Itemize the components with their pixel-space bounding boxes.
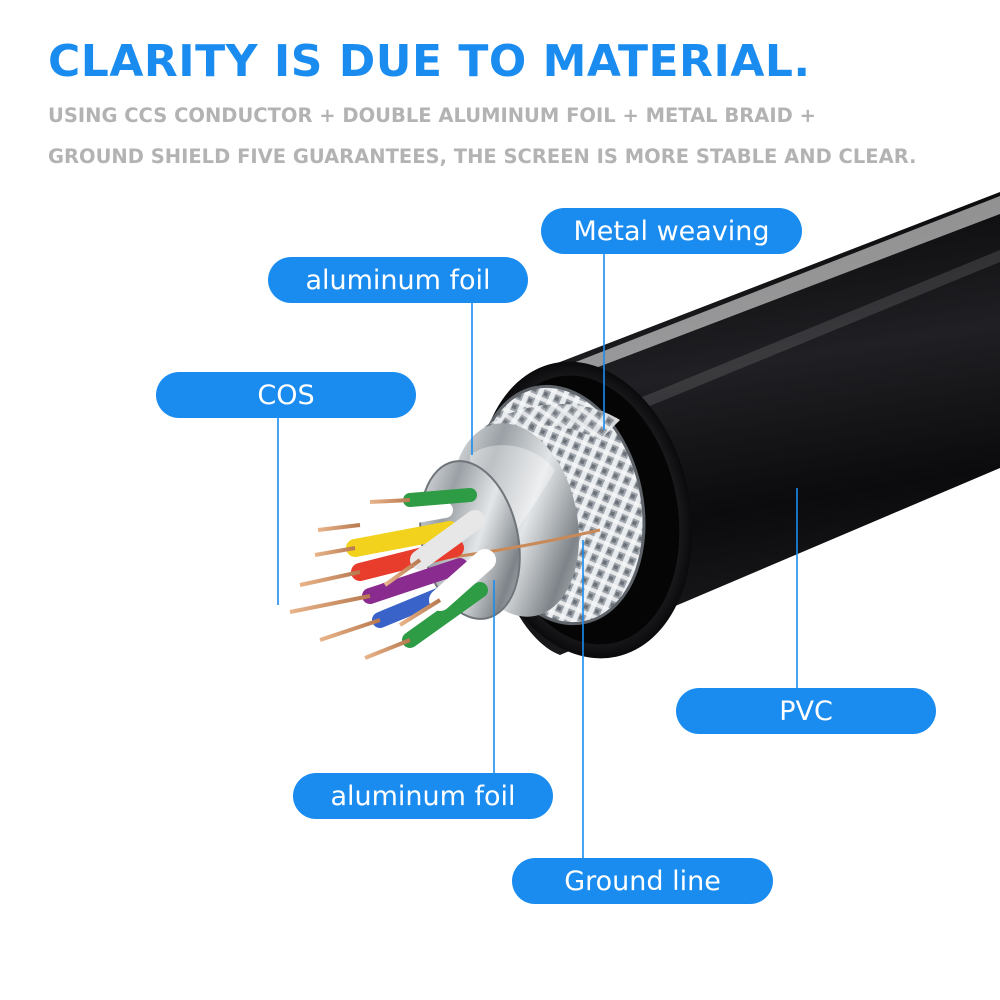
jacket-highlight	[630, 250, 1000, 410]
callout-cos: COS	[156, 372, 416, 418]
callout-metal-weaving: Metal weaving	[541, 208, 802, 254]
subtitle-line-1: USING CCS CONDUCTOR + DOUBLE ALUMINUM FO…	[48, 104, 816, 127]
page-title: CLARITY IS DUE TO MATERIAL.	[48, 36, 811, 87]
jacket-highlight	[568, 196, 1000, 372]
callout-aluminum-foil-bottom: aluminum foil	[293, 773, 553, 819]
subtitle-line-2: GROUND SHIELD FIVE GUARANTEES, THE SCREE…	[48, 145, 917, 168]
leader-lines	[277, 252, 798, 860]
conductor-bundle	[289, 488, 496, 660]
callout-pvc: PVC	[676, 688, 936, 734]
callout-ground-line: Ground line	[512, 858, 773, 904]
callout-aluminum-foil-top: aluminum foil	[268, 257, 528, 303]
